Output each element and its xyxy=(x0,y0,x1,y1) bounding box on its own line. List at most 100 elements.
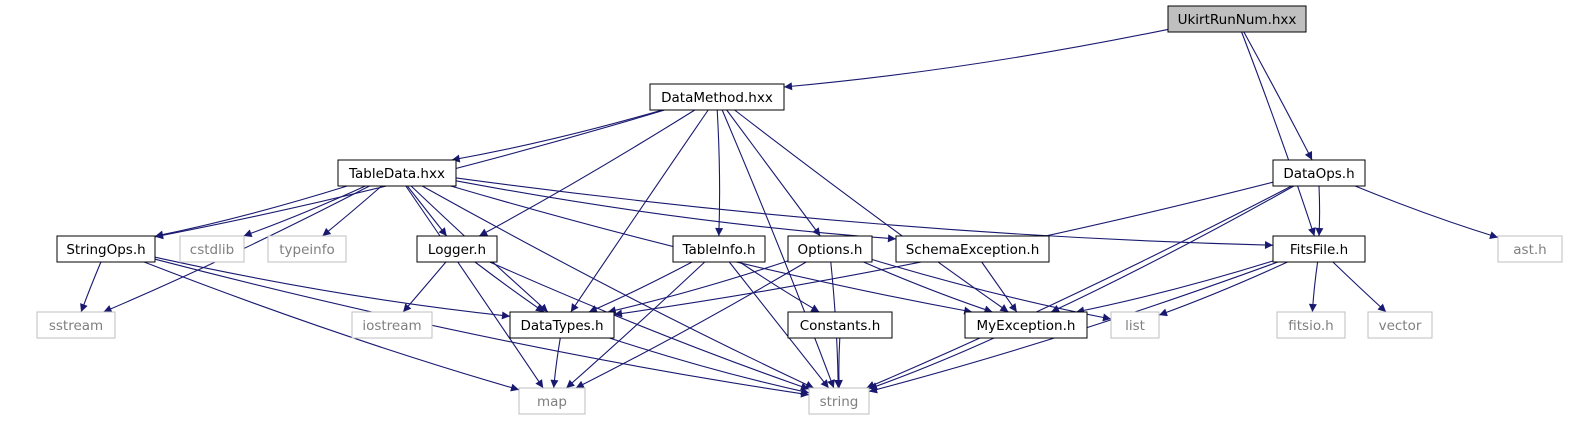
edge-tableinfo-to-datatypes xyxy=(588,261,693,313)
node-options[interactable]: Options.h xyxy=(787,235,873,263)
node-list-label: list xyxy=(1125,318,1145,334)
edge-dataops-to-string xyxy=(866,185,1292,389)
node-datamethod-box xyxy=(649,83,785,111)
node-dataops-label: DataOps.h xyxy=(1283,166,1354,182)
node-string: string xyxy=(808,387,870,415)
node-schemaexc[interactable]: SchemaException.h xyxy=(895,235,1050,263)
node-map: map xyxy=(518,387,586,415)
node-vector: vector xyxy=(1367,311,1433,339)
edge-tabledata-to-typeinfo xyxy=(322,185,382,237)
edge-datamethod-to-tabledata xyxy=(451,109,663,163)
edge-tabledata-to-string xyxy=(421,185,815,389)
edge-dataops-to-myexception xyxy=(1050,185,1295,313)
edge-logger-to-string xyxy=(489,261,810,391)
node-stringops-label: StringOps.h xyxy=(66,242,145,258)
node-schemaexc-label: SchemaException.h xyxy=(906,242,1040,258)
edge-fitsfile-to-list xyxy=(1158,261,1288,317)
edge-stringops-to-datatypes xyxy=(154,256,511,320)
node-ast-label: ast.h xyxy=(1513,242,1546,258)
edge-tabledata-to-fitsfile xyxy=(455,177,1274,249)
node-fitsfile-label: FitsFile.h xyxy=(1290,242,1348,258)
edge-options-to-myexception xyxy=(863,261,993,314)
node-vector-box xyxy=(1367,311,1433,339)
edge-datamethod-to-datatypes xyxy=(570,109,709,313)
edge-options-to-list xyxy=(871,258,1112,322)
node-options-label: Options.h xyxy=(798,242,863,258)
node-iostream-label: iostream xyxy=(362,318,421,334)
node-datatypes-box xyxy=(509,311,615,339)
edge-logger-to-datatypes xyxy=(474,261,545,313)
edge-tableinfo-to-constants xyxy=(739,261,820,313)
node-typeinfo-label: typeinfo xyxy=(279,242,334,258)
edge-stringops-to-sstream xyxy=(80,261,102,313)
edge-constants-to-string xyxy=(834,337,843,389)
node-fitsfile[interactable]: FitsFile.h xyxy=(1272,235,1366,263)
edge-myexception-to-string xyxy=(868,337,995,390)
node-myexception-label: MyException.h xyxy=(977,318,1076,334)
node-stringops-box xyxy=(56,235,156,263)
node-constants-box xyxy=(787,311,893,339)
edge-tabledata-to-stringops xyxy=(154,185,348,239)
node-datatypes-label: DataTypes.h xyxy=(520,318,603,334)
edge-datatypes-to-string xyxy=(609,337,810,395)
node-tabledata-label: TableData.hxx xyxy=(348,166,445,182)
edge-datamethod-to-options xyxy=(726,109,821,237)
edge-tabledata-to-cstdlib xyxy=(243,185,366,238)
node-map-box xyxy=(518,387,586,415)
node-myexception[interactable]: MyException.h xyxy=(964,311,1088,339)
node-sstream: sstream xyxy=(36,311,116,339)
node-ast-box xyxy=(1497,235,1563,263)
edge-stringops-to-map xyxy=(143,261,520,392)
node-ukirtrunnum[interactable]: UkirtRunNum.hxx xyxy=(1167,5,1307,33)
node-logger[interactable]: Logger.h xyxy=(416,235,498,263)
node-constants[interactable]: Constants.h xyxy=(787,311,893,339)
node-iostream: iostream xyxy=(351,311,433,339)
edge-ukirtrunnum-to-datamethod xyxy=(783,28,1169,91)
node-logger-box xyxy=(416,235,498,263)
edge-tableinfo-to-map xyxy=(565,261,706,389)
edge-schemaexc-to-myexception xyxy=(981,261,1018,313)
node-fitsfile-box xyxy=(1272,235,1366,263)
node-datatypes[interactable]: DataTypes.h xyxy=(509,311,615,339)
node-fitsio: fitsio.h xyxy=(1276,311,1346,339)
node-tableinfo[interactable]: TableInfo.h xyxy=(672,235,766,263)
node-tableinfo-box xyxy=(672,235,766,263)
node-cstdlib: cstdlib xyxy=(179,235,245,263)
node-myexception-box xyxy=(964,311,1088,339)
edge-datatypes-to-map xyxy=(550,337,561,389)
node-sstream-box xyxy=(36,311,116,339)
node-fitsio-label: fitsio.h xyxy=(1288,318,1333,334)
edge-options-to-map xyxy=(575,261,807,389)
node-vector-label: vector xyxy=(1379,318,1422,334)
edge-tableinfo-to-string xyxy=(728,261,830,389)
node-dataops[interactable]: DataOps.h xyxy=(1272,159,1366,187)
node-cstdlib-box xyxy=(179,235,245,263)
node-list: list xyxy=(1110,311,1160,339)
node-ukirtrunnum-label: UkirtRunNum.hxx xyxy=(1178,12,1297,28)
node-list-box xyxy=(1110,311,1160,339)
node-tableinfo-label: TableInfo.h xyxy=(681,242,755,258)
edge-fitsfile-to-vector xyxy=(1332,261,1387,313)
edge-tabledata-to-logger xyxy=(406,185,448,237)
edge-datamethod-to-string xyxy=(721,109,835,389)
node-iostream-box xyxy=(351,311,433,339)
edge-datamethod-to-myexception xyxy=(734,109,1009,313)
edge-dataops-to-ast xyxy=(1354,185,1499,239)
node-tabledata[interactable]: TableData.hxx xyxy=(337,159,457,187)
node-datamethod[interactable]: DataMethod.hxx xyxy=(649,83,785,111)
node-constants-label: Constants.h xyxy=(800,318,881,334)
node-stringops[interactable]: StringOps.h xyxy=(56,235,156,263)
node-ukirtrunnum-box xyxy=(1167,5,1307,33)
edge-datamethod-to-tableinfo xyxy=(715,109,724,237)
edge-ukirtrunnum-to-dataops xyxy=(1243,31,1313,161)
node-dataops-box xyxy=(1272,159,1366,187)
node-ast: ast.h xyxy=(1497,235,1563,263)
node-string-box xyxy=(808,387,870,415)
node-schemaexc-box xyxy=(895,235,1050,263)
edges-layer xyxy=(80,28,1499,398)
node-map-label: map xyxy=(537,394,567,410)
edge-dataops-to-fitsfile xyxy=(1315,185,1324,237)
edge-stringops-to-string xyxy=(154,258,810,398)
node-fitsio-box xyxy=(1276,311,1346,339)
